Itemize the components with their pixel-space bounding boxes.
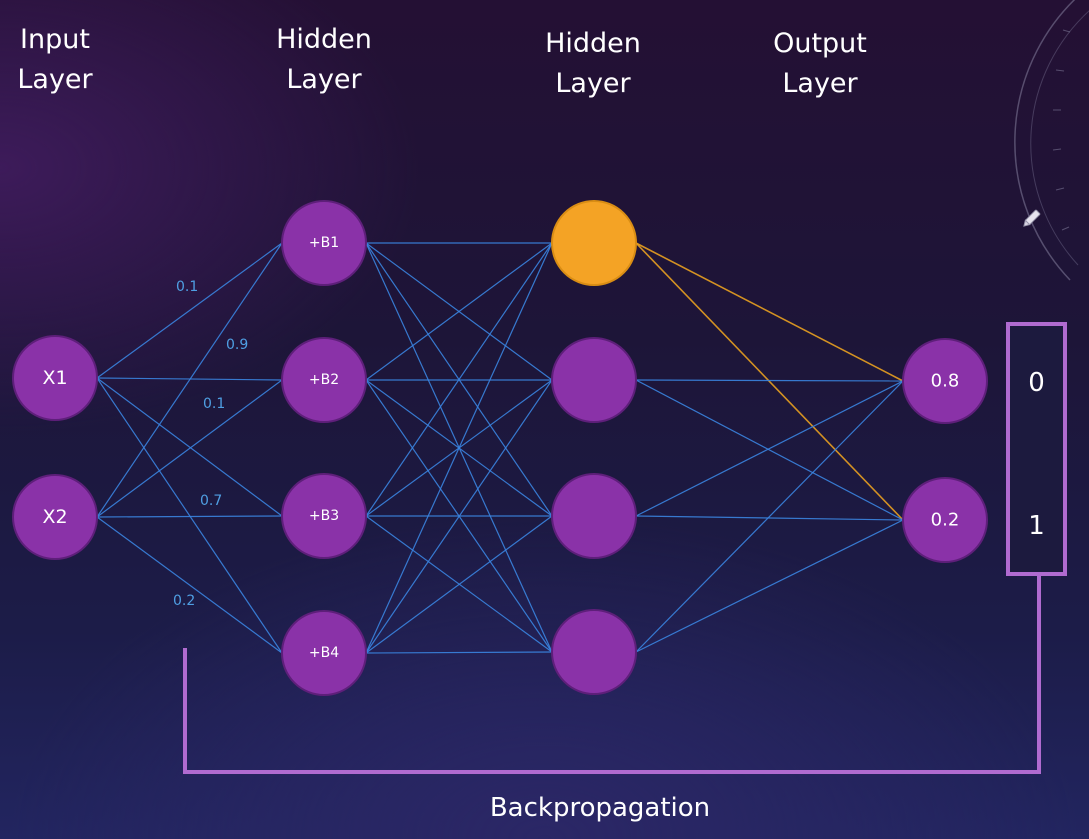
output-layer-title-text: Output Layer bbox=[773, 28, 867, 99]
edge-hidden2-1-to-output-1 bbox=[635, 379, 904, 521]
edge-input-0-to-hidden1-3 bbox=[96, 377, 283, 654]
node-label-output-0: 0.8 bbox=[931, 371, 960, 392]
node-circle-hidden1-1 bbox=[281, 337, 367, 423]
node-circle-hidden1-2 bbox=[281, 473, 367, 559]
edge-input-1-to-hidden1-2 bbox=[96, 515, 283, 518]
node-hidden1-0: +B1 bbox=[281, 200, 367, 286]
node-input-1: X2 bbox=[12, 474, 98, 560]
input-layer-title: Input Layer bbox=[15, 20, 95, 100]
node-label-hidden1-0: +B1 bbox=[309, 235, 339, 251]
edge-hidden2-3-to-output-1 bbox=[635, 519, 904, 653]
edge-hidden1-3-to-hidden2-3 bbox=[365, 651, 553, 654]
edge-hidden2-3-to-output-0 bbox=[635, 380, 904, 653]
node-circle-hidden1-0 bbox=[281, 200, 367, 286]
node-circle-hidden2-0 bbox=[551, 200, 637, 286]
node-hidden2-2 bbox=[551, 473, 637, 559]
weight-label-1: 0.9 bbox=[226, 337, 248, 353]
edge-input-0-to-hidden1-0 bbox=[96, 242, 283, 379]
node-hidden2-0 bbox=[551, 200, 637, 286]
edge-hidden1-2-to-hidden2-0 bbox=[365, 242, 553, 517]
weight-label-3: 0.7 bbox=[200, 493, 222, 509]
edges-group bbox=[96, 242, 904, 654]
node-circle-hidden2-1 bbox=[551, 337, 637, 423]
weights-group: 0.1 0.9 0.1 0.7 0.2 bbox=[173, 279, 248, 609]
node-output-0: 0.8 bbox=[902, 338, 988, 424]
hidden-layer-2-title: Hidden Layer bbox=[533, 24, 653, 104]
node-label-input-0: X1 bbox=[42, 367, 67, 389]
weight-label-0: 0.1 bbox=[176, 279, 198, 295]
node-label-input-1: X2 bbox=[42, 506, 67, 528]
edge-hidden2-0-to-output-0 bbox=[635, 242, 904, 382]
node-label-output-1: 0.2 bbox=[931, 510, 960, 531]
node-circle-output-1 bbox=[902, 477, 988, 563]
node-label-hidden1-2: +B3 bbox=[309, 508, 339, 524]
node-circle-hidden1-3 bbox=[281, 610, 367, 696]
edge-hidden1-1-to-hidden2-0 bbox=[365, 242, 553, 381]
node-input-0: X1 bbox=[12, 335, 98, 421]
edge-hidden2-2-to-output-1 bbox=[635, 515, 904, 521]
node-label-hidden1-1: +B2 bbox=[309, 372, 339, 388]
edge-hidden2-1-to-output-0 bbox=[635, 379, 904, 382]
edge-input-1-to-hidden1-1 bbox=[96, 379, 283, 518]
node-hidden2-3 bbox=[551, 609, 637, 695]
node-label-hidden1-3: +B4 bbox=[309, 645, 339, 661]
input-layer-title-text: Input Layer bbox=[17, 24, 93, 95]
edge-hidden2-0-to-output-1 bbox=[635, 242, 904, 521]
hidden-layer-1-title: Hidden Layer bbox=[264, 20, 384, 100]
node-circle-hidden2-2 bbox=[551, 473, 637, 559]
backprop-line-left bbox=[183, 648, 187, 774]
hidden-layer-2-title-text: Hidden Layer bbox=[545, 28, 641, 99]
output-layer-title: Output Layer bbox=[758, 24, 882, 104]
node-circle-input-1 bbox=[12, 474, 98, 560]
node-output-1: 0.2 bbox=[902, 477, 988, 563]
node-hidden2-1 bbox=[551, 337, 637, 423]
target-value-1: 1 bbox=[1028, 511, 1045, 541]
weight-label-4: 0.2 bbox=[173, 593, 195, 609]
edge-hidden1-3-to-hidden2-0 bbox=[365, 242, 553, 654]
node-hidden1-3: +B4 bbox=[281, 610, 367, 696]
target-box: 0 1 bbox=[1006, 322, 1067, 576]
edge-hidden1-3-to-hidden2-2 bbox=[365, 515, 553, 654]
target-value-0: 0 bbox=[1028, 368, 1045, 398]
node-hidden1-2: +B3 bbox=[281, 473, 367, 559]
edge-input-0-to-hidden1-2 bbox=[96, 377, 283, 517]
backprop-line-right bbox=[1037, 576, 1041, 774]
edge-hidden2-2-to-output-0 bbox=[635, 380, 904, 517]
edge-input-1-to-hidden1-0 bbox=[96, 242, 283, 518]
edge-input-1-to-hidden1-3 bbox=[96, 516, 283, 654]
node-circle-hidden2-3 bbox=[551, 609, 637, 695]
node-hidden1-1: +B2 bbox=[281, 337, 367, 423]
node-circle-output-0 bbox=[902, 338, 988, 424]
hidden-layer-1-title-text: Hidden Layer bbox=[276, 24, 372, 95]
backprop-line-bottom bbox=[183, 770, 1041, 774]
backprop-label: Backpropagation bbox=[489, 793, 711, 823]
edge-hidden1-3-to-hidden2-1 bbox=[365, 379, 553, 654]
node-circle-input-0 bbox=[12, 335, 98, 421]
pencil-icon[interactable] bbox=[1020, 208, 1042, 230]
weight-label-2: 0.1 bbox=[203, 396, 225, 412]
protractor-icon bbox=[1014, 0, 1089, 281]
